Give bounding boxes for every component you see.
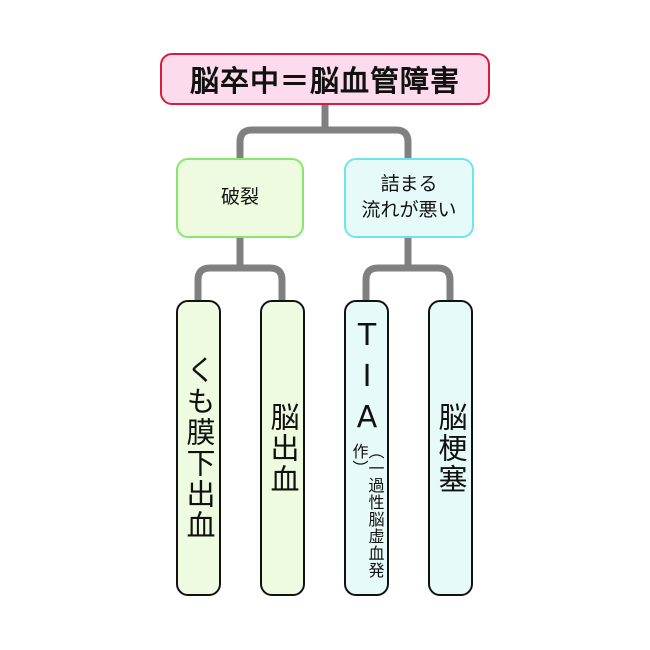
root-node-stroke: 脳卒中＝脳血管障害 — [160, 53, 490, 105]
leaf-tia-abbr: TIA — [349, 318, 385, 441]
leaf-node-subarachnoid-hemorrhage: くも膜下出血 — [176, 300, 221, 596]
root-connector — [236, 105, 412, 158]
rupture-connector — [194, 238, 286, 300]
leaf-node-tia: TIA （一過性脳虚血発作） — [344, 300, 389, 596]
root-node-label: 脳卒中＝脳血管障害 — [189, 64, 460, 98]
branch-blockage-line2: 流れが悪い — [361, 199, 457, 221]
branch-blockage-line1: 詰まる — [380, 173, 438, 196]
leaf-ich-label: 脳出血 — [266, 401, 300, 495]
branch-node-blockage: 詰まる 流れが悪い — [344, 158, 474, 238]
leaf-tia-full: （一過性脳虚血発作） — [349, 443, 385, 579]
leaf-sah-label: くも膜下出血 — [182, 355, 216, 541]
leaf-infarction-label: 脳梗塞 — [434, 401, 468, 495]
branch-rupture-label: 破裂 — [220, 186, 259, 209]
leaf-node-cerebral-infarction: 脳梗塞 — [428, 300, 473, 596]
leaf-node-intracerebral-hemorrhage: 脳出血 — [260, 300, 305, 596]
blockage-connector — [362, 238, 454, 300]
branch-node-rupture: 破裂 — [176, 158, 304, 238]
